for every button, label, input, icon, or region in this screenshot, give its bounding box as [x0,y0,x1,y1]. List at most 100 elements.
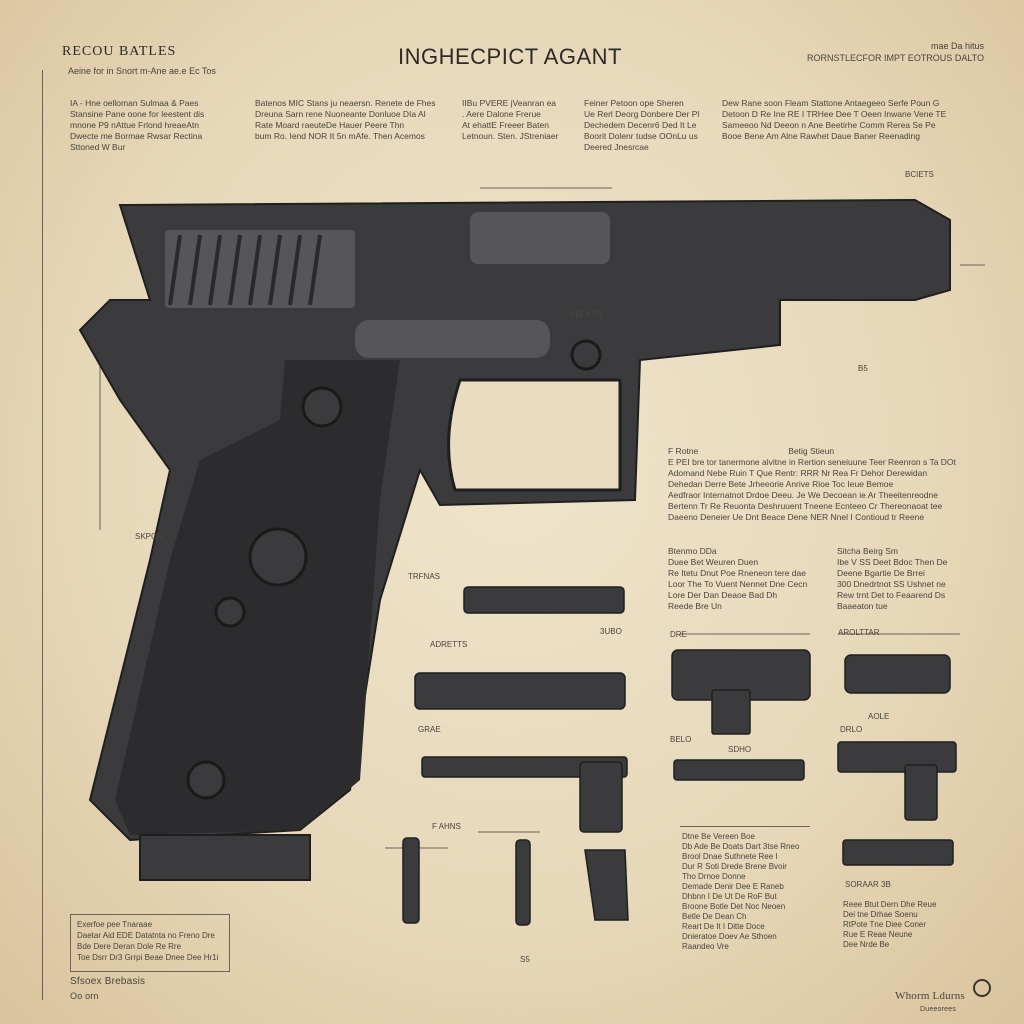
text-line: bum Ro. Iend NOR It 5n mAfe. Then Acemos [255,131,425,141]
text-line: Loor The To Vuent Nennet Dne Cecn [668,579,808,589]
part-label: 3UBO [600,627,622,636]
text-line: Adomand Nebe Ruin T Que Rentr: RRR Nr Re… [668,468,928,478]
text-line: Dwecte me Bormae Rwsar Rectina [70,131,203,141]
part-label: SORAAR 3B [845,880,891,889]
text-line: Dnieratoe Doev Ae Sthoen [682,932,777,941]
text-line: Bde Dere Deran Dole Re Rre [77,942,182,951]
text-line: Reart De It I Ditte Doce [682,922,765,931]
page-title: INGHECPICT AGANT [398,44,622,69]
text-line: Dee Nrde Be [843,940,890,949]
part-label: BCIETS [905,170,934,179]
part-label: DRE [670,630,687,639]
text-line: Letnoun. Sten. JStreniaer [462,131,559,141]
part-label: SDHO [728,745,752,754]
text-line: Dur R Soti Drede Brene Bvoir [682,862,787,871]
text-line: Rue E Reae Neune [843,930,913,939]
text-line: Dei tne Drhae Soenu [843,910,918,919]
footer-left-line2: Oo orn [70,991,99,1001]
spec-box-title: Exerfoe pee Tnaraae [77,920,153,929]
component-8 [842,839,954,866]
text-line: Duee Bet Weuren Duen [668,557,759,567]
header-right-line2: RORNSTLECFOR IMPT EOTROUS DALTO [806,53,984,63]
header-right: mae Da hitus RORNSTLECFOR IMPT EOTROUS D… [807,40,984,64]
note-block-1: Btenmo DDa Duee Bet Weuren Duen Re Itetu… [668,546,818,612]
text-line: Rew trnt Det to Feaarend Ds [837,590,946,600]
text-line: RtPote Tne Diee Coner [843,920,927,929]
text-line: Sameeoo Nd Deeon n Ane Beetirhe Comm Rer… [722,120,936,130]
note-heading: Sitcha Beirg Sm [837,546,898,556]
text-line: IA - Hne oelloman Sulmaa & Paes [70,98,199,108]
text-line: Demade Denir Dee E Raneb [682,882,784,891]
text-line: Brool Dnae Suthnete Ree I [682,852,778,861]
part-label: BELO [670,735,692,744]
text-line: At ehattE Freeer Baten [462,120,549,130]
signature: Whorm Ldurns [895,990,965,1002]
text-line: Tho Drnoe Donne [682,872,746,881]
text-line: Broone Botle Det Noc Neoen [682,902,786,911]
part-label: DRLO [840,725,863,734]
top-paragraph-3: IIBu PVERE jVeanran ea . Aere Dalone Fre… [462,98,567,142]
text-line: Ibe V SS Deet Bdoc Then De [837,557,948,567]
part-label: PELA 50 [570,310,602,319]
text-line: Feiner Petoon ope Sheren [584,98,684,108]
footer-left-line1: Sfsoex Brebasis [70,976,146,987]
part-label: GRAE [418,725,441,734]
note-block-4: Reee Btut Dern Dhe Reue Dei tne Drhae So… [843,900,968,950]
middle-heading-left: F Rotne [668,446,699,456]
left-margin-line [42,70,43,1000]
text-line: Detoon D Re Ine RE I TRHee Dee T Oeen In… [722,109,947,119]
component-7 [837,741,957,773]
top-paragraph-4: Feiner Petoon ope Sheren Ue Rerl Deorg D… [584,98,704,153]
text-line: Reede Bre Un [668,601,722,611]
text-line: . Aere Dalone Frerue [462,109,541,119]
text-line: 300 Dnedrtnot SS Ushnet ne [837,579,946,589]
text-line: Dtne Be Vereen Boe [682,832,755,841]
text-line: Toe Dsrr Dr3 Grrpi Beae Dnee Dee Hr1i [77,953,219,962]
text-line: Deered Jnesrcae [584,142,649,152]
component-9 [402,837,420,924]
divider [680,826,810,827]
part-label: TRFNAS [408,572,440,581]
part-label: S5 [520,955,530,964]
text-line: Sttoned W Bur [70,142,126,152]
header-right-line1: mae Da hitus [930,41,984,51]
text-line: Ue Rerl Deorg Donbere Der Pl [584,109,700,119]
part-label: ADRETTS [430,640,468,649]
text-line: Daeeno Deneier Ue Dnt Beace Dene NER Nne… [668,512,925,522]
component-3 [421,756,628,778]
text-line: Lore Der Dan Deaoe Bad Dh [668,590,778,600]
component-6 [673,759,805,781]
header-left-subtitle: Aeine for in Snort m-Ane ae.e Ec Tos [68,66,216,76]
note-block-3: Dtne Be Vereen Boe Db Ade Be Doats Dart … [682,832,817,952]
text-line: Betle De Dean Ch [682,912,747,921]
text-line: Stansine Pane oone for leestent dis [70,109,205,119]
note-heading: Btenmo DDa [668,546,717,556]
text-line: Rate Moard raeuteDe Hauer Peere Thn [255,120,405,130]
part-label: F AHNS [432,822,461,831]
text-line: E PEI bre tor tanermone alvitne in Rerti… [668,457,956,467]
middle-heading-right: Betig Stieun [788,446,835,456]
text-line: Aedfraor Internatnot Drdoe Deeu. Je We D… [668,490,938,500]
text-line: Booe Bene Am Alne Rawhet Daue Baner Reen… [722,131,920,141]
text-line: Daetar Aid EDE Datatnta no Freno Dre [77,931,215,940]
component-10 [515,839,531,926]
part-label: AOLE [868,712,890,721]
component-11 [584,849,629,921]
text-line: IIBu PVERE jVeanran ea [462,98,557,108]
top-paragraph-2: Batenos MIC Stans ju neaersn. Renete de … [255,98,450,142]
part-label: AROLTTAR [838,628,880,637]
note-block-2: Sitcha Beirg Sm Ibe V SS Deet Bdoc Then … [837,546,967,612]
text-line: Raandeo Vre [682,942,729,951]
text-line: Reee Btut Dern Dhe Reue [843,900,937,909]
component-5 [844,654,951,694]
text-line: Bertenn Tr Re Reuonta Deshruuent Tneene … [668,501,943,511]
text-line: Dehedan Derre Bete Jrheeorie Anrive Rioe… [668,479,894,489]
text-line: Dreuna Sarn rene Nuoneante Donluoe DIa A… [255,109,426,119]
header-left-title: RECOU BATLES [62,44,177,59]
spec-box: Exerfoe pee Tnaraae Daetar Aid EDE Datat… [70,914,230,972]
text-line: Boorit Dolenr tudse OOnLu us [584,131,698,141]
text-line: Re Itetu Dnut Poe Rneneon tere dae [668,568,806,578]
text-line: Dhbnn I De Ut De RoF But [682,892,777,901]
text-line: Dechedem Decenr6 Ded It Le [584,120,697,130]
signature-sub: Dueeorees [920,1006,957,1013]
